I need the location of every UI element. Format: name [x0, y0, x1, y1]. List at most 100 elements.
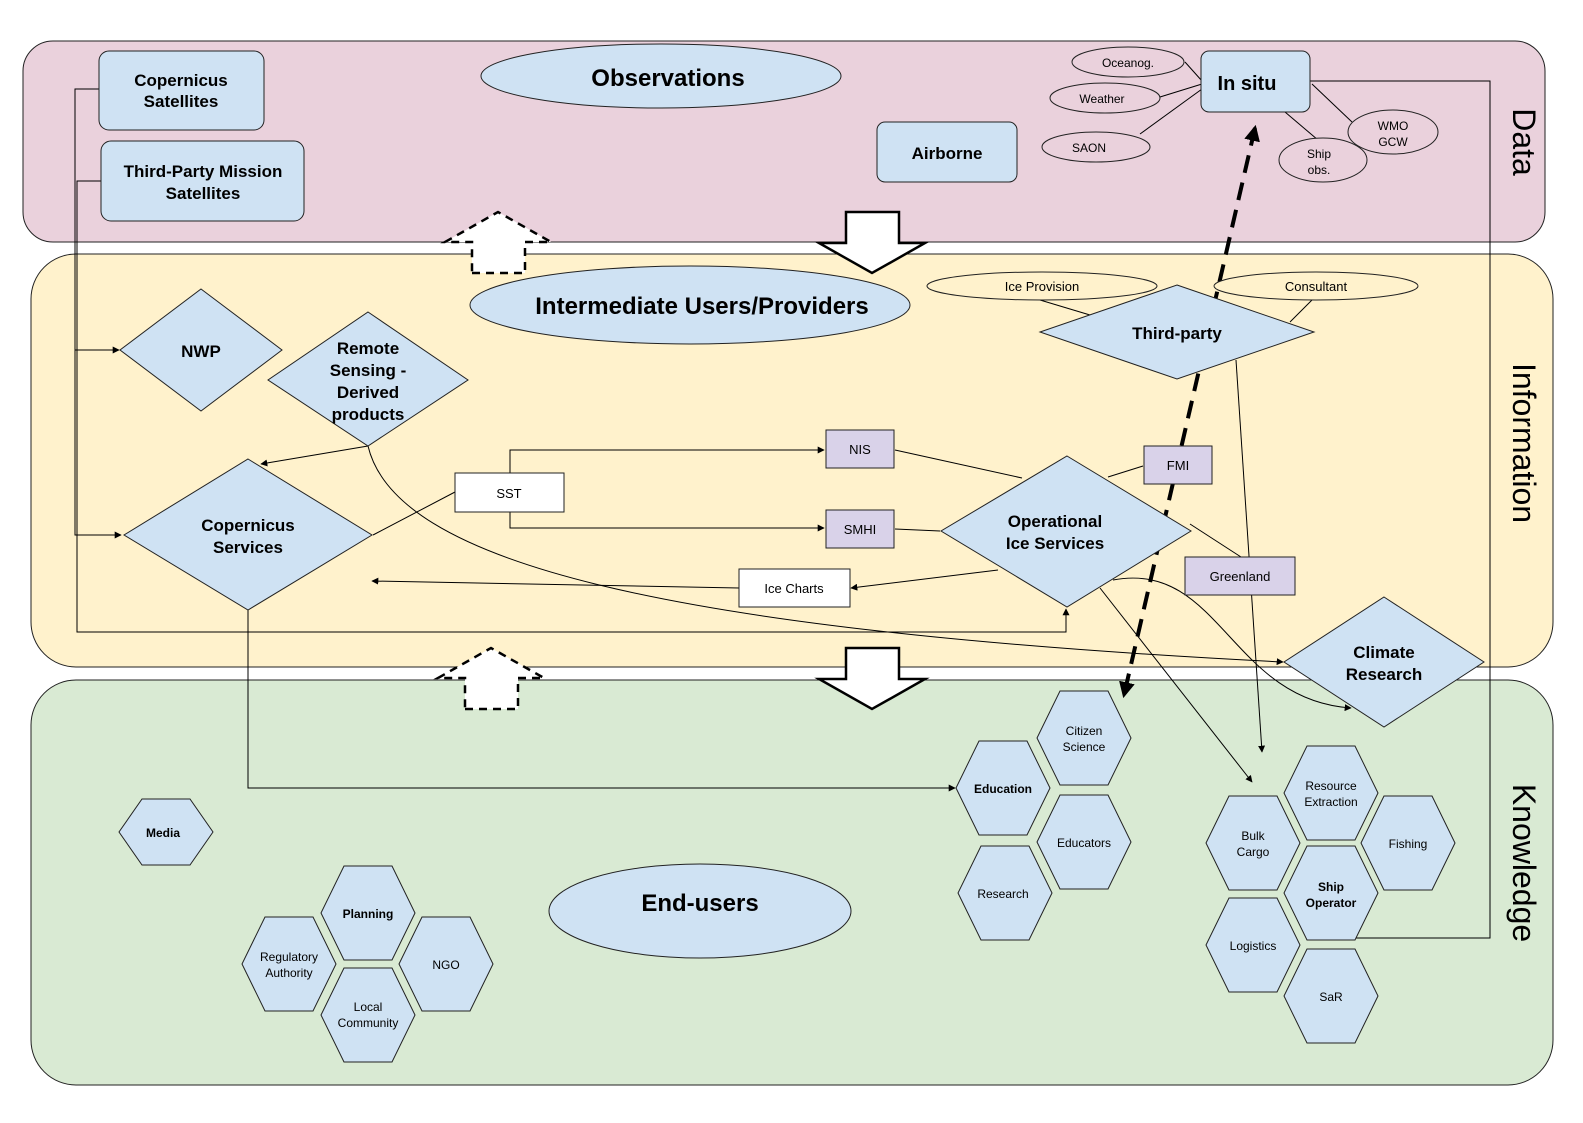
consultant-ellipse: Consultant	[1213, 271, 1419, 301]
svg-text:Copernicus: Copernicus	[134, 71, 228, 90]
local-community-hex	[320, 967, 416, 1063]
svg-text:Oceanog.: Oceanog.	[1102, 56, 1154, 70]
remote-sensing-node: Remote Sensing - Derived products	[267, 311, 469, 447]
resource-extraction-hex	[1283, 745, 1379, 841]
nis-box: NIS	[825, 429, 895, 469]
svg-text:Local: Local	[354, 1000, 383, 1014]
svg-text:Resource: Resource	[1305, 779, 1357, 793]
saon-ellipse: SAON	[1041, 131, 1151, 163]
regulatory-hex	[241, 916, 337, 1012]
svg-text:Ship: Ship	[1307, 147, 1331, 161]
svg-text:Fishing: Fishing	[1389, 837, 1428, 851]
ice-charts-box: Ice Charts	[738, 568, 851, 608]
svg-text:obs.: obs.	[1308, 163, 1331, 177]
svg-text:Ice Services: Ice Services	[1006, 534, 1104, 553]
svg-text:Operational: Operational	[1008, 512, 1102, 531]
svg-text:Operator: Operator	[1306, 896, 1357, 910]
svg-text:Research: Research	[1346, 665, 1423, 684]
svg-text:End-users: End-users	[641, 890, 758, 917]
copernicus-satellites-node: Copernicus Satellites	[98, 50, 265, 131]
nwp-node: NWP	[119, 288, 283, 412]
svg-text:Airborne: Airborne	[912, 144, 983, 163]
svg-text:Third-party: Third-party	[1132, 324, 1222, 343]
svg-text:In situ: In situ	[1218, 73, 1277, 95]
ngo-hex	[398, 916, 494, 1012]
education-hex	[955, 740, 1051, 836]
svg-text:Community: Community	[338, 1016, 399, 1030]
svg-text:Observations: Observations	[591, 65, 744, 92]
svg-text:Citizen: Citizen	[1066, 724, 1103, 738]
fmi-box: FMI	[1143, 445, 1213, 485]
svg-text:Derived: Derived	[337, 383, 399, 402]
svg-text:SST: SST	[496, 486, 521, 501]
svg-text:Extraction: Extraction	[1304, 795, 1357, 809]
svg-text:Satellites: Satellites	[144, 92, 219, 111]
svg-text:Authority: Authority	[265, 966, 312, 980]
svg-text:Ice Charts: Ice Charts	[764, 581, 824, 596]
svg-text:WMO: WMO	[1378, 119, 1409, 133]
fishing-hex	[1360, 795, 1456, 891]
citizen-science-hex	[1036, 690, 1132, 786]
smhi-box: SMHI	[825, 509, 895, 549]
intermediate-header: Intermediate Users/Providers	[469, 265, 911, 345]
svg-text:Regulatory: Regulatory	[260, 950, 318, 964]
svg-text:SaR: SaR	[1319, 990, 1343, 1004]
svg-text:Ice Provision: Ice Provision	[1005, 279, 1079, 294]
svg-text:Consultant: Consultant	[1285, 279, 1348, 294]
svg-text:Satellites: Satellites	[166, 184, 241, 203]
weather-ellipse: Weather	[1049, 82, 1161, 114]
ship-operator-hex	[1283, 845, 1379, 941]
svg-text:Research: Research	[977, 887, 1028, 901]
climate-research-node: Climate Research	[1283, 596, 1485, 728]
svg-text:Copernicus: Copernicus	[201, 516, 295, 535]
svg-text:GCW: GCW	[1378, 135, 1408, 149]
svg-text:Sensing -: Sensing -	[330, 361, 407, 380]
svg-text:Education: Education	[974, 782, 1032, 796]
third-party-node: Third-party	[1038, 284, 1316, 380]
svg-text:Weather: Weather	[1079, 92, 1124, 106]
airborne-node: Airborne	[876, 121, 1018, 183]
svg-text:Ship: Ship	[1318, 880, 1344, 894]
svg-text:Climate: Climate	[1353, 643, 1414, 662]
svg-text:SAON: SAON	[1072, 141, 1106, 155]
third-party-satellites-node: Third-Party Mission Satellites	[100, 140, 305, 222]
in-situ-node: In situ	[1200, 50, 1311, 113]
observations-header: Observations	[480, 43, 842, 109]
svg-text:FMI: FMI	[1167, 458, 1189, 473]
ice-provision-ellipse: Ice Provision	[926, 271, 1158, 301]
svg-text:Media: Media	[146, 826, 180, 840]
svg-text:Cargo: Cargo	[1237, 845, 1270, 859]
svg-text:Intermediate Users/Providers: Intermediate Users/Providers	[535, 293, 868, 320]
svg-text:Planning: Planning	[343, 907, 394, 921]
svg-text:Remote: Remote	[337, 339, 399, 358]
up-arrow-info-to-data	[440, 210, 556, 275]
copernicus-services-node: Copernicus Services	[123, 458, 373, 611]
svg-text:NIS: NIS	[849, 442, 871, 457]
svg-text:products: products	[332, 405, 405, 424]
down-arrow-data-to-info	[814, 210, 930, 275]
svg-text:NGO: NGO	[432, 958, 459, 972]
svg-text:Services: Services	[213, 538, 283, 557]
svg-text:Greenland: Greenland	[1210, 569, 1271, 584]
band-label-data: Data	[1506, 108, 1542, 176]
svg-text:Logistics: Logistics	[1230, 939, 1277, 953]
research-hex	[957, 845, 1053, 941]
svg-text:Bulk: Bulk	[1241, 829, 1265, 843]
up-arrow-knowledge-to-info	[433, 646, 549, 711]
media-hex	[118, 798, 214, 866]
in-situ-end-user-dashed-arrow	[1119, 124, 1260, 699]
ship-obs-ellipse: Ship obs.	[1278, 137, 1368, 183]
svg-text:Third-Party Mission: Third-Party Mission	[124, 162, 283, 181]
svg-text:NWP: NWP	[181, 342, 221, 361]
sst-box: SST	[454, 472, 565, 513]
hexagon-labels: Media Planning Regulatory Authority NGO …	[146, 724, 1427, 1030]
educators-hex	[1036, 794, 1132, 890]
band-label-information: Information	[1506, 363, 1542, 523]
band-label-knowledge: Knowledge	[1506, 784, 1542, 942]
oceanog-ellipse: Oceanog.	[1071, 46, 1185, 78]
planning-hex	[320, 865, 416, 961]
bulk-cargo-hex	[1205, 795, 1301, 891]
down-arrow-info-to-knowledge	[814, 646, 930, 711]
svg-text:SMHI: SMHI	[844, 522, 877, 537]
